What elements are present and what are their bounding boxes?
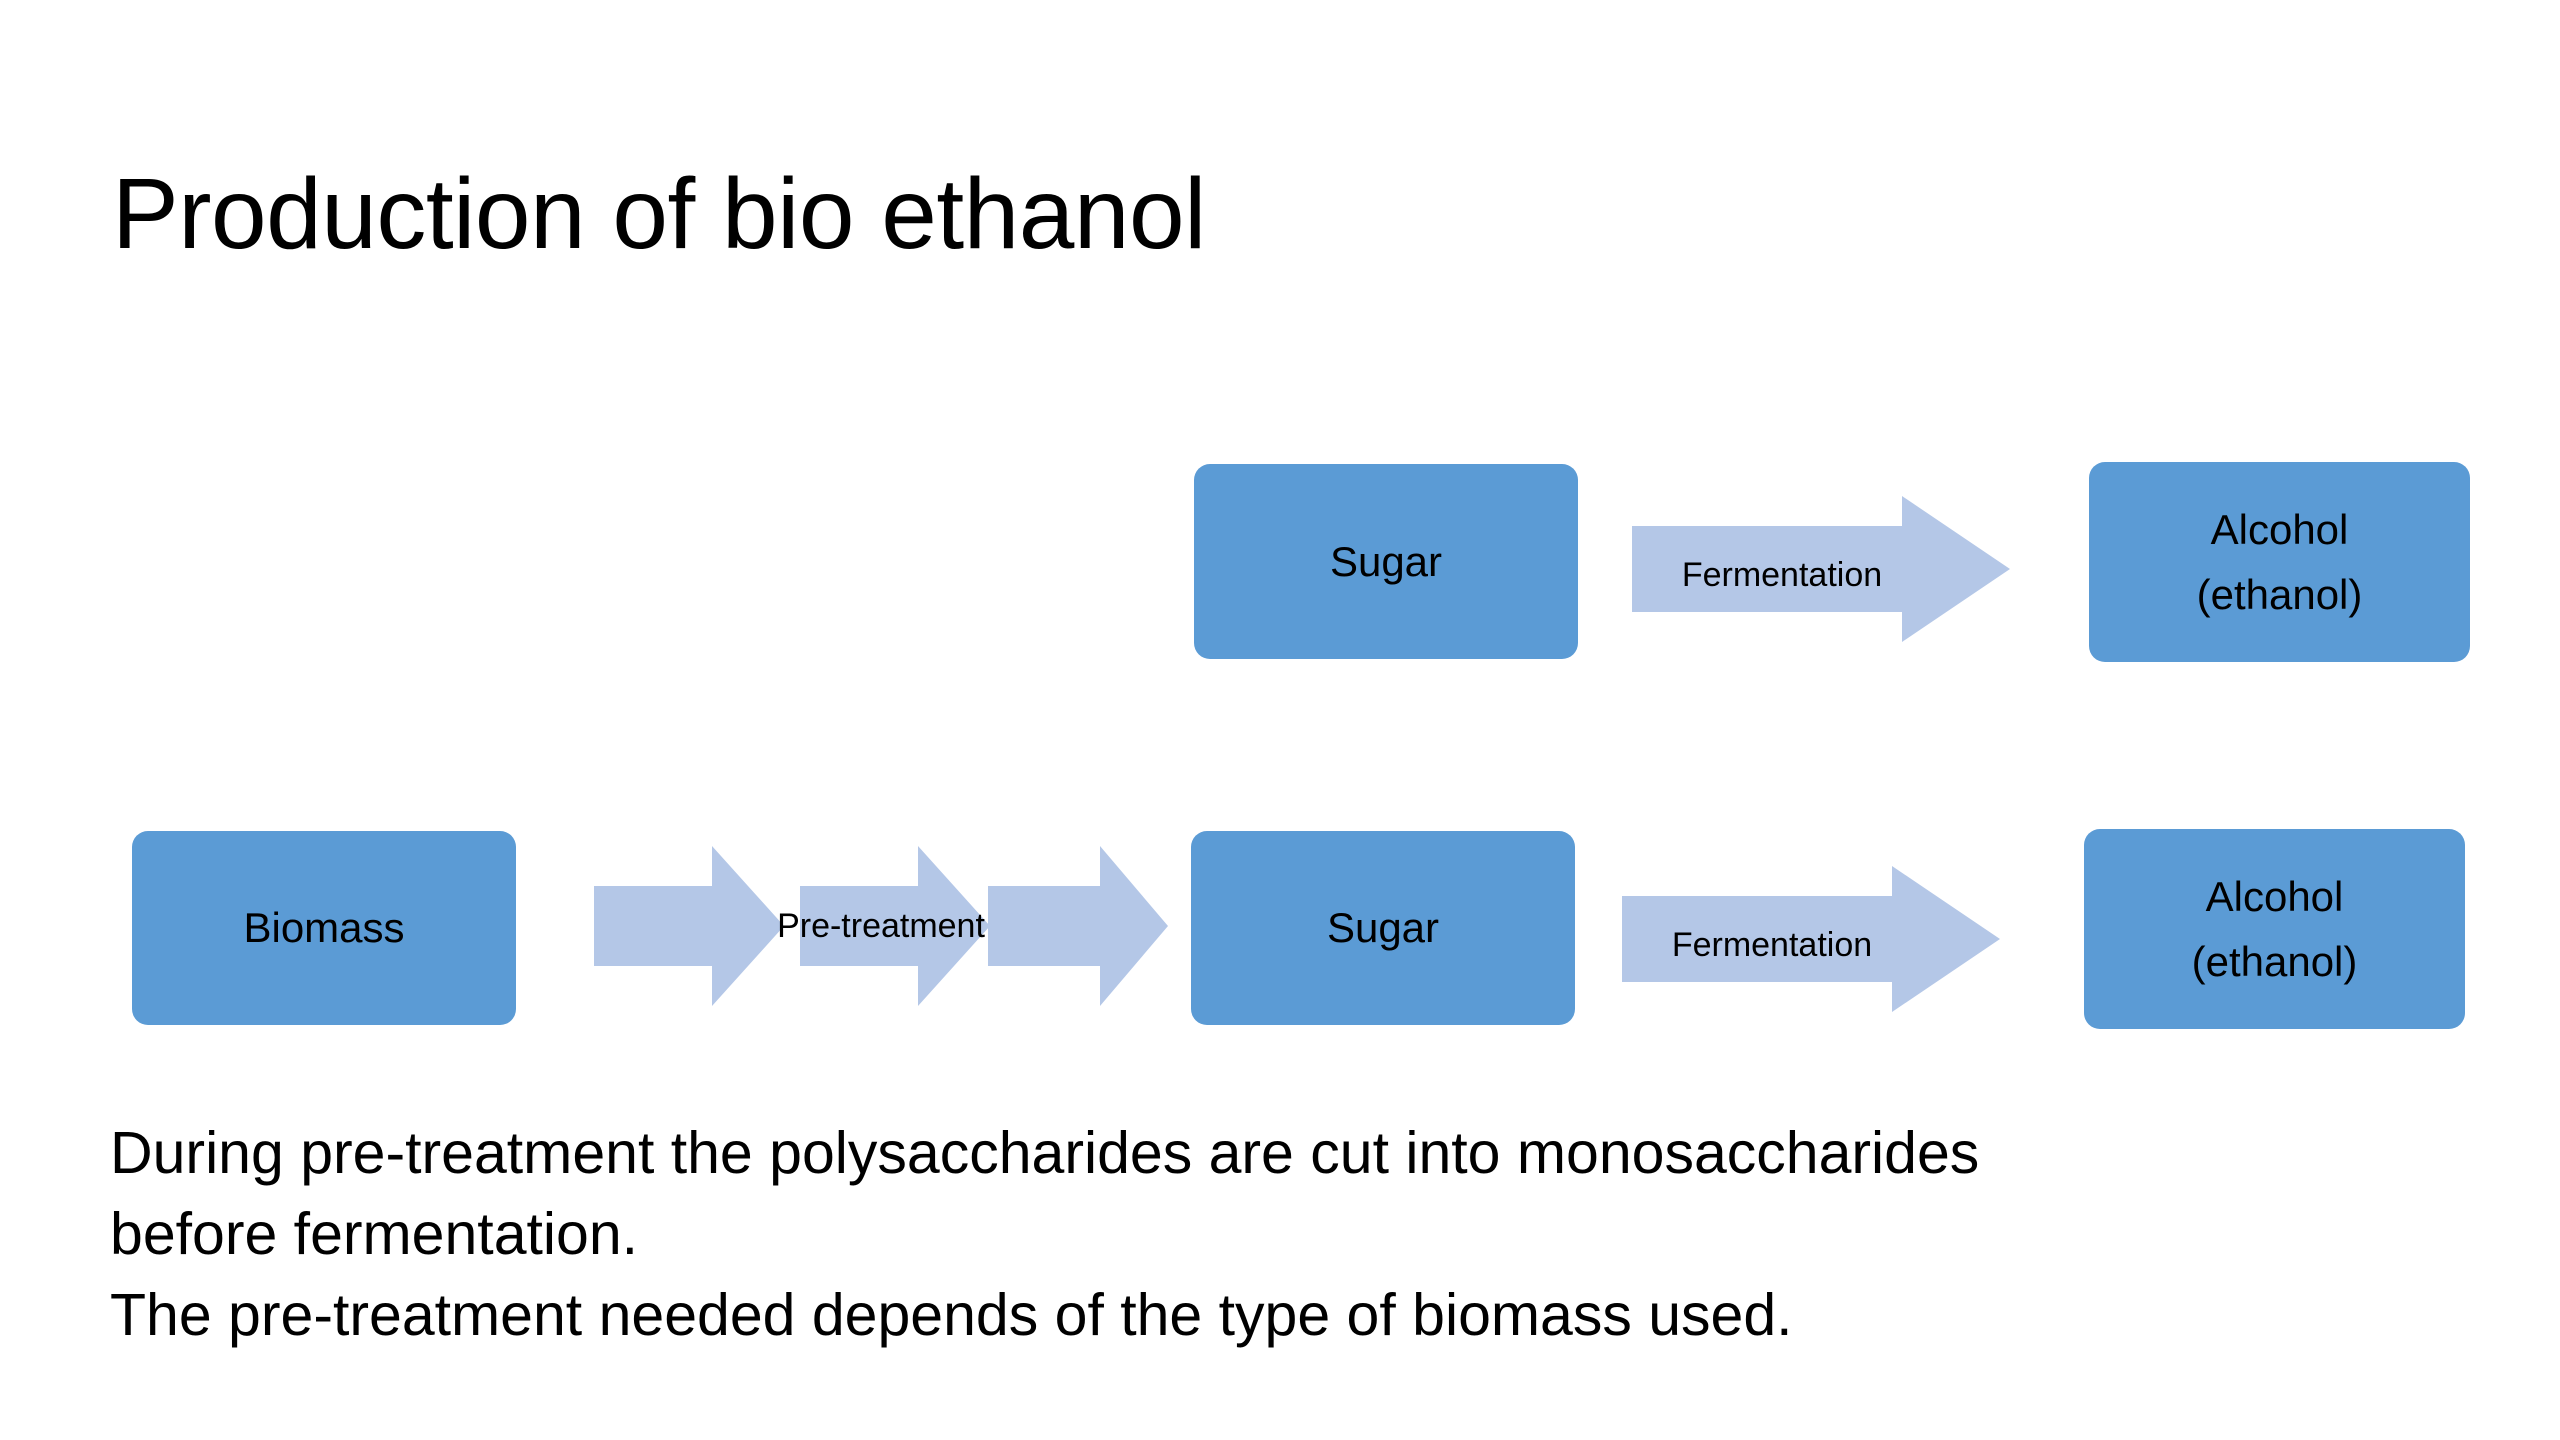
body-text-line-2: before fermentation. bbox=[110, 1200, 639, 1267]
row2-sugar-box[interactable]: Sugar bbox=[1191, 831, 1575, 1025]
row1-sugar-box[interactable]: Sugar bbox=[1194, 464, 1578, 659]
row2-biomass-label: Biomass bbox=[243, 904, 405, 952]
row1-alcohol-label-line1: Alcohol bbox=[2210, 505, 2349, 553]
row2-fermentation-arrow-icon bbox=[1622, 866, 2000, 1012]
row2-pretreatment-arrow-3-icon bbox=[988, 846, 1168, 1006]
row2-sugar-label: Sugar bbox=[1326, 904, 1440, 952]
row2-alcohol-label-line2: (ethanol) bbox=[2191, 938, 2358, 985]
row1-fermentation-arrow-icon bbox=[1632, 496, 2010, 642]
row2-pretreatment-arrow-1-icon bbox=[594, 846, 784, 1006]
row1-alcohol-box[interactable]: Alcohol (ethanol) bbox=[2089, 462, 2470, 662]
row2-biomass-box[interactable]: Biomass bbox=[132, 831, 516, 1025]
body-text-block: During pre-treatment the polysaccharides… bbox=[110, 1113, 2470, 1355]
page-title: Production of bio ethanol bbox=[112, 158, 1206, 270]
body-text-line-3: The pre-treatment needed depends of the … bbox=[110, 1281, 1793, 1348]
row1-sugar-label: Sugar bbox=[1329, 537, 1443, 585]
row1-alcohol-label-line2: (ethanol) bbox=[2196, 571, 2363, 618]
row2-alcohol-label-line1: Alcohol bbox=[2205, 872, 2344, 920]
row2-alcohol-box[interactable]: Alcohol (ethanol) bbox=[2084, 829, 2465, 1029]
row2-pretreatment-arrow-2-icon bbox=[800, 846, 990, 1006]
body-text-line-1: During pre-treatment the polysaccharides… bbox=[110, 1120, 1980, 1186]
row1-fermentation-arrow-label: Fermentation bbox=[1681, 556, 1883, 594]
row2-fermentation-arrow-label: Fermentation bbox=[1671, 926, 1873, 964]
row2-pretreatment-arrow-label: Pre-treatment bbox=[777, 907, 985, 945]
